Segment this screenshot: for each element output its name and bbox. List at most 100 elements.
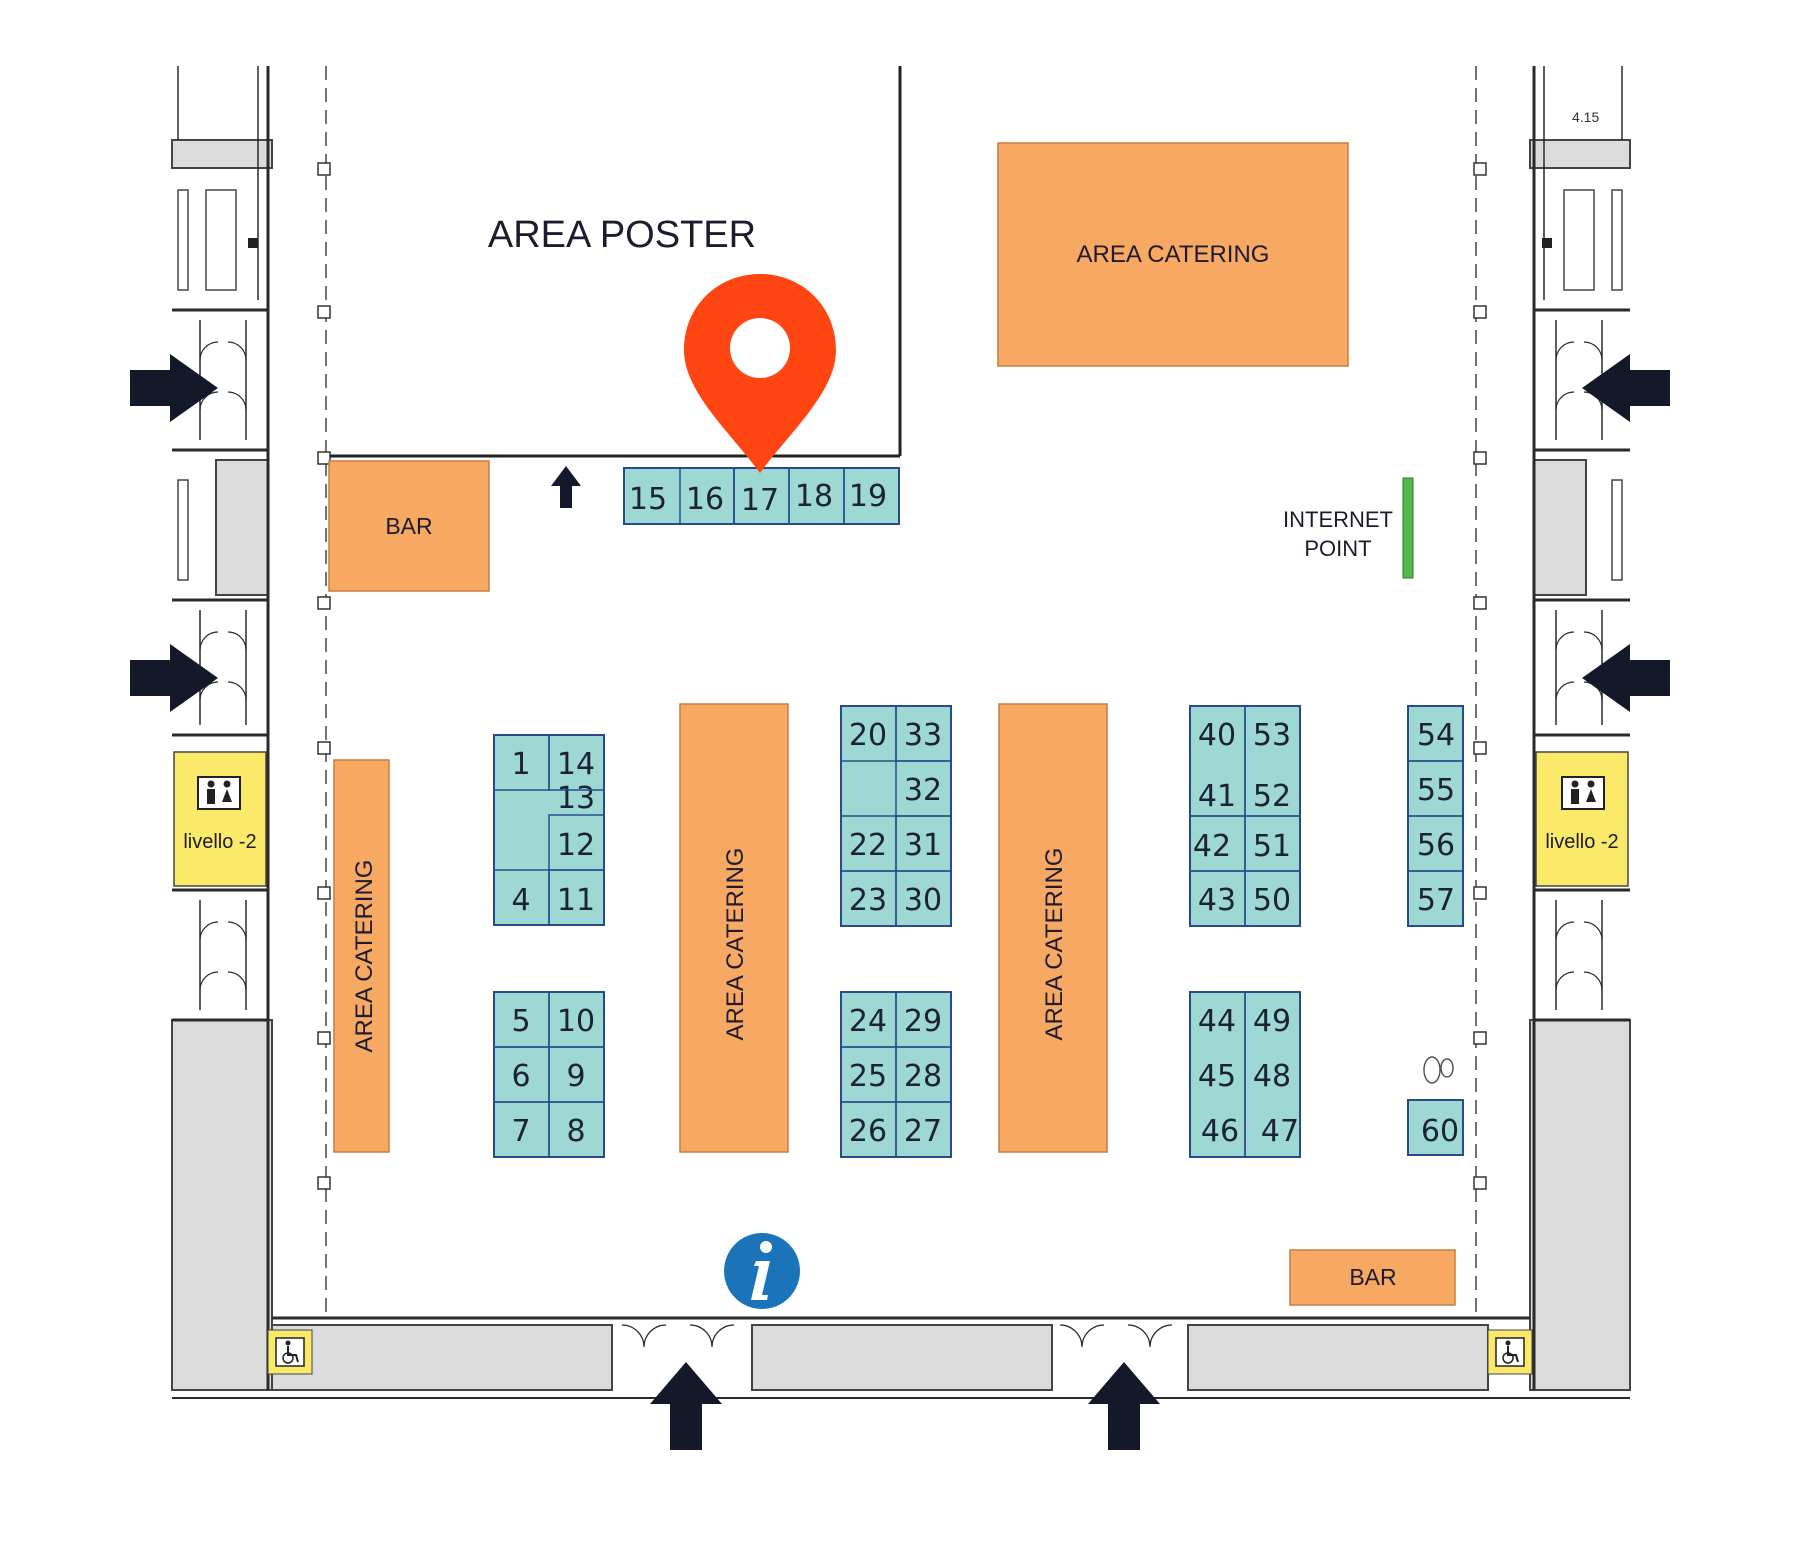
dimension-label: 4.15 — [1572, 109, 1599, 125]
booth-number: 22 — [849, 828, 887, 863]
internet-point-label-line2: POINT — [1304, 536, 1371, 561]
booth-number: 10 — [557, 1004, 595, 1039]
booth-33[interactable] — [895, 705, 952, 762]
booth-number: 11 — [557, 883, 595, 918]
info-icon[interactable] — [724, 1233, 800, 1309]
footprints-icon — [510, 775, 1454, 1084]
booth-49[interactable] — [1244, 991, 1301, 1158]
booth-number: 46 — [1201, 1114, 1239, 1149]
booth-number: 27 — [904, 1114, 942, 1149]
bar-bottom-right: BAR — [1289, 1249, 1456, 1306]
booth-number: 49 — [1253, 1004, 1291, 1039]
booth-number: 15 — [629, 482, 667, 517]
arrow-right-icon — [130, 354, 218, 422]
booth-number: 31 — [904, 828, 942, 863]
booth-number: 18 — [795, 479, 833, 514]
booth-number: 26 — [849, 1114, 887, 1149]
right-wall: 4.15 — [1529, 66, 1631, 1391]
booth-number: 20 — [849, 718, 887, 753]
booth-12[interactable] — [548, 814, 605, 871]
booth-10[interactable] — [548, 991, 605, 1048]
booth-number: 43 — [1198, 883, 1236, 918]
booth-number: 8 — [566, 1114, 585, 1149]
booth-number: 45 — [1198, 1059, 1236, 1094]
booth-number: 7 — [511, 1114, 530, 1149]
booth-number: 30 — [904, 883, 942, 918]
restroom-icon — [197, 776, 241, 810]
bar-label: BAR — [1349, 1264, 1396, 1290]
booth-number: 33 — [904, 718, 942, 753]
booth-19[interactable] — [843, 467, 900, 525]
booth-number: 14 — [557, 747, 595, 782]
booth-number: 4 — [511, 883, 530, 918]
location-pin-icon — [684, 274, 836, 473]
wheelchair-icon — [1487, 1329, 1533, 1375]
catering-area-top: AREA CATERING — [997, 142, 1349, 367]
wheelchair-icon — [267, 1329, 313, 1375]
booth-number: 54 — [1417, 718, 1455, 753]
booth-number: 17 — [741, 483, 779, 518]
restroom-left: livello -2 — [173, 751, 267, 887]
entrance-arrows — [130, 354, 1670, 1450]
booth-number: 55 — [1417, 773, 1455, 808]
arrow-right-icon — [130, 644, 218, 712]
catering-area-center: AREA CATERING — [679, 703, 789, 1153]
booth-number: 13 — [557, 781, 595, 816]
arrow-up-icon — [551, 466, 581, 508]
area-poster-label: AREA POSTER — [488, 214, 756, 256]
left-wall — [171, 66, 273, 1391]
internet-point: INTERNET POINT — [1283, 477, 1414, 579]
booth-number: 47 — [1261, 1114, 1299, 1149]
booth-number: 32 — [904, 773, 942, 808]
restroom-level-label: livello -2 — [183, 831, 256, 853]
booth-number: 56 — [1417, 828, 1455, 863]
booth-number: 16 — [686, 482, 724, 517]
booth-number: 53 — [1253, 718, 1291, 753]
arrow-up-icon — [1088, 1362, 1160, 1450]
booth-number: 41 — [1198, 779, 1236, 814]
booth-number: 1 — [511, 747, 530, 782]
booth-number: 42 — [1193, 829, 1231, 864]
booth-number: 50 — [1253, 883, 1291, 918]
catering-label: AREA CATERING — [1077, 241, 1270, 268]
booth-60[interactable] — [1407, 1099, 1464, 1156]
booth-number: 24 — [849, 1004, 887, 1039]
booth-number: 28 — [904, 1059, 942, 1094]
arrow-left-icon — [1582, 354, 1670, 422]
restroom-level-label: livello -2 — [1545, 831, 1618, 853]
booth-number: 6 — [511, 1059, 530, 1094]
booth-number: 19 — [849, 479, 887, 514]
booth-number: 60 — [1421, 1114, 1459, 1149]
bar-top-left: BAR — [328, 460, 490, 592]
catering-area-right: AREA CATERING — [998, 703, 1108, 1153]
structural-grid — [317, 66, 1487, 1318]
catering-label: AREA CATERING — [351, 860, 378, 1053]
catering-label: AREA CATERING — [722, 848, 749, 1041]
area-poster: AREA POSTER — [330, 66, 902, 458]
booth-number: 29 — [904, 1004, 942, 1039]
booth-53[interactable] — [1244, 705, 1301, 817]
booth-57[interactable] — [1407, 870, 1464, 927]
booth-number: 23 — [849, 883, 887, 918]
booth-29[interactable] — [895, 991, 952, 1048]
bottom-wall — [172, 1316, 1630, 1399]
booth-number: 25 — [849, 1059, 887, 1094]
booth-number: 44 — [1198, 1004, 1236, 1039]
restroom-right: livello -2 — [1535, 751, 1629, 887]
booth-14[interactable] — [548, 734, 605, 791]
arrow-up-icon — [650, 1362, 722, 1450]
internet-point-label-line1: INTERNET — [1283, 507, 1393, 532]
restroom-icon — [1561, 776, 1605, 810]
booth-number: 40 — [1198, 718, 1236, 753]
booth-number: 48 — [1253, 1059, 1291, 1094]
arrow-left-icon — [1582, 644, 1670, 712]
booth-number: 12 — [557, 828, 595, 863]
booth-number: 57 — [1417, 883, 1455, 918]
catering-area-left: AREA CATERING — [333, 759, 390, 1153]
booth-number: 5 — [511, 1004, 530, 1039]
booth-number: 9 — [566, 1059, 585, 1094]
booth-number: 51 — [1253, 829, 1291, 864]
booth-number: 52 — [1253, 779, 1291, 814]
